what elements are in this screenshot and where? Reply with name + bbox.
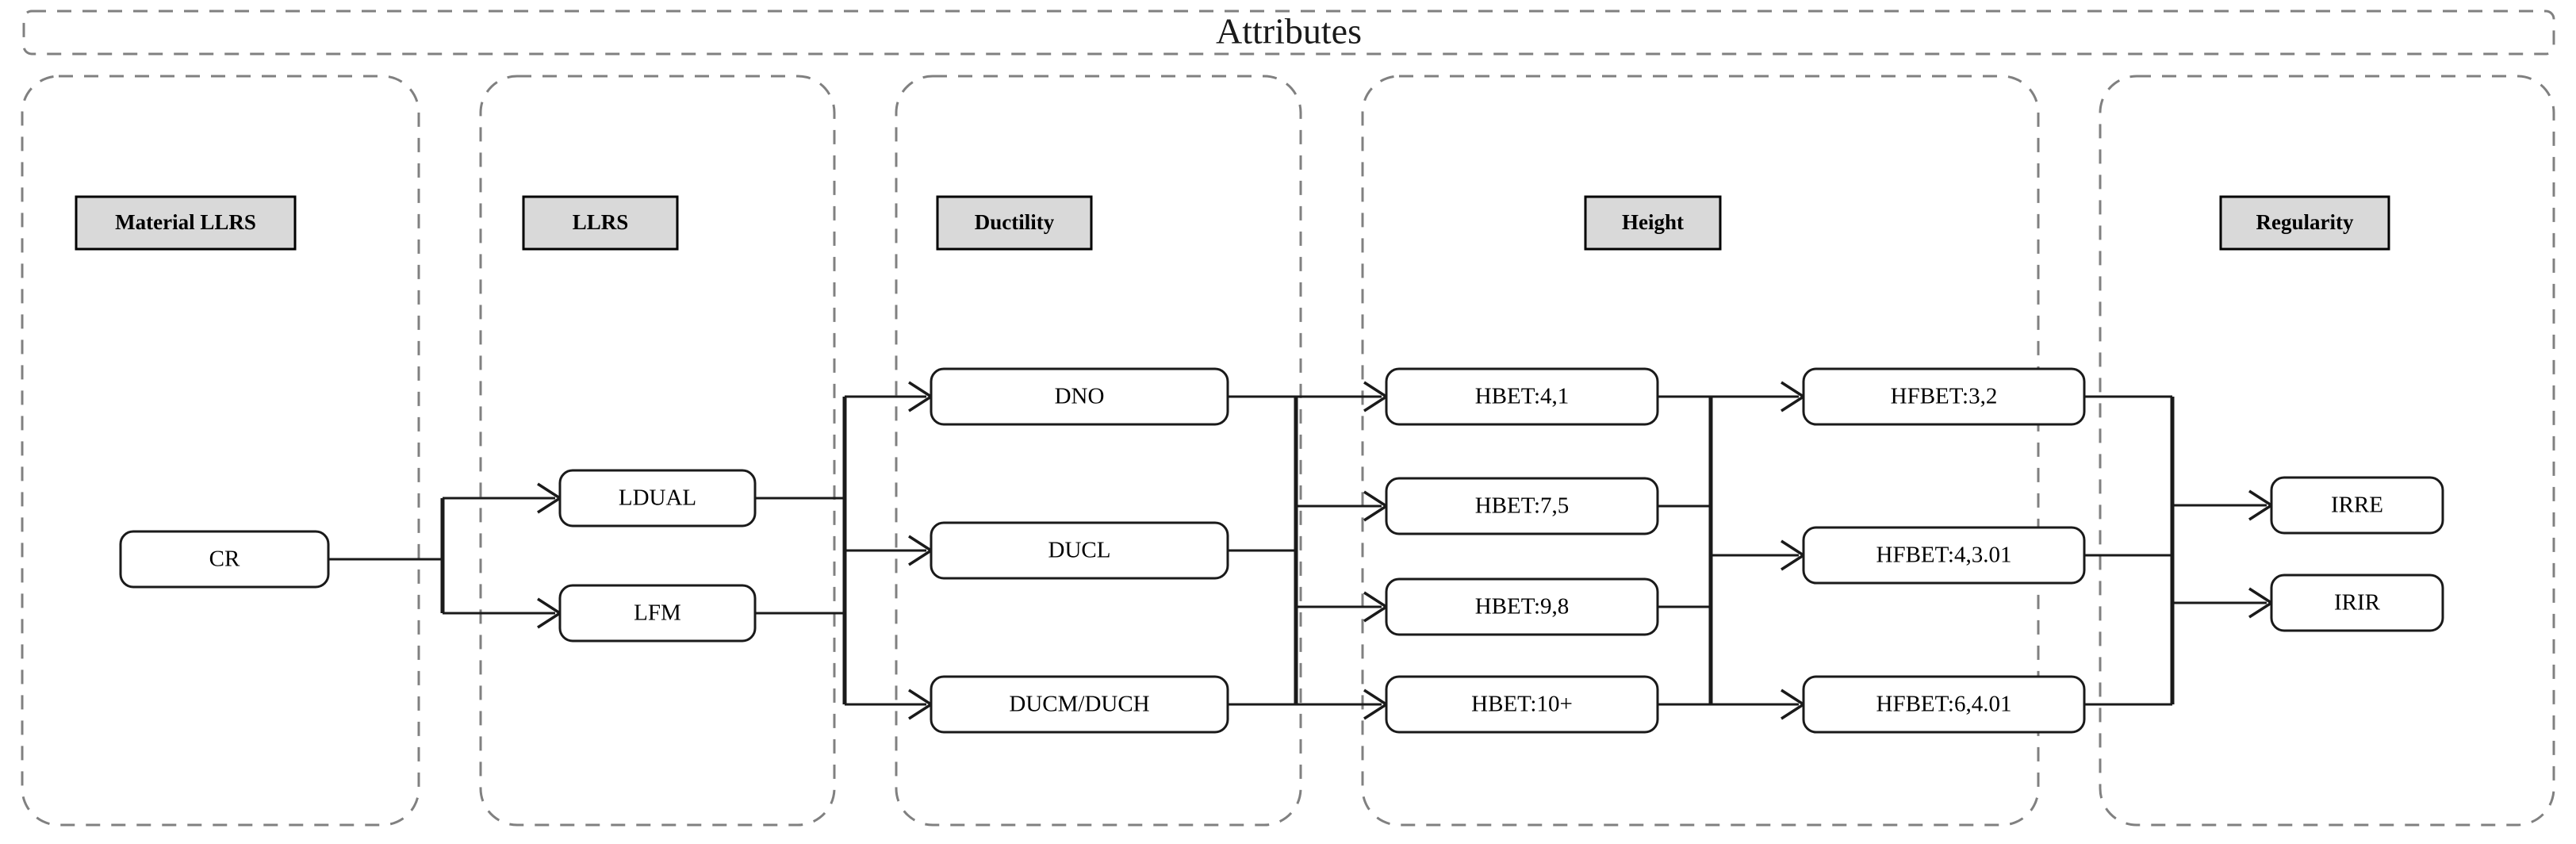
node-hbet75[interactable]: HBET:7,5	[1385, 477, 1659, 535]
node-hfbet6401[interactable]: HFBET:6,4.01	[1802, 675, 2086, 734]
node-label: HBET:10+	[1471, 692, 1573, 717]
node-box[interactable]	[930, 521, 1229, 580]
node-box[interactable]	[2270, 574, 2444, 632]
node-box[interactable]	[1385, 577, 1659, 636]
node-label: DUCL	[1048, 538, 1111, 563]
column-header-material-llrs: Material LLRS	[75, 195, 297, 251]
node-box[interactable]	[1385, 675, 1659, 734]
node-hbet10p[interactable]: HBET:10+	[1385, 675, 1659, 734]
node-box[interactable]	[1385, 477, 1659, 535]
node-irir[interactable]: IRIR	[2270, 574, 2444, 632]
column-header-label: Ductility	[975, 210, 1055, 234]
node-ducl[interactable]: DUCL	[930, 521, 1229, 580]
node-dno[interactable]: DNO	[930, 367, 1229, 426]
node-label: HBET:9,8	[1475, 594, 1570, 620]
node-label: DNO	[1055, 384, 1105, 409]
node-label: HFBET:4,3.01	[1876, 543, 2012, 568]
column-header-box	[2219, 195, 2390, 251]
title-banner-outline	[22, 10, 2555, 56]
node-hbet41[interactable]: HBET:4,1	[1385, 367, 1659, 426]
node-hbet98[interactable]: HBET:9,8	[1385, 577, 1659, 636]
column-header-label: Height	[1622, 210, 1684, 234]
node-label: HFBET:6,4.01	[1876, 692, 2012, 717]
column-header-llrs: LLRS	[522, 195, 679, 251]
node-box[interactable]	[1385, 367, 1659, 426]
column-header-label: LLRS	[573, 210, 629, 234]
node-label: CR	[209, 547, 240, 572]
column-header-box	[75, 195, 297, 251]
node-hfbet4301[interactable]: HFBET:4,3.01	[1802, 526, 2086, 585]
group-height	[1361, 75, 2040, 827]
node-label: IRIR	[2334, 590, 2381, 616]
title-banner: Attributes	[22, 10, 2555, 56]
column-header-height: Height	[1584, 195, 1722, 251]
group-regularity	[2099, 75, 2555, 827]
node-label: LFM	[634, 600, 681, 626]
column-header-box	[522, 195, 679, 251]
edge-layer	[328, 381, 2275, 720]
group-llrs-box	[479, 75, 836, 827]
column-header-label: Regularity	[2256, 210, 2354, 234]
node-label: DUCM/DUCH	[1009, 692, 1149, 717]
node-label: HBET:7,5	[1475, 493, 1570, 519]
node-box[interactable]	[930, 367, 1229, 426]
node-label: IRRE	[2331, 493, 2383, 518]
node-box[interactable]	[558, 584, 757, 643]
group-containers	[21, 75, 2555, 827]
node-irre[interactable]: IRRE	[2270, 476, 2444, 535]
column-header-box	[1584, 195, 1722, 251]
node-box[interactable]	[1802, 526, 2086, 585]
column-header-regularity: Regularity	[2219, 195, 2390, 251]
node-lfm[interactable]: LFM	[558, 584, 757, 643]
node-label: HFBET:3,2	[1891, 384, 1998, 409]
group-ductility	[895, 75, 1302, 827]
column-header-ductility: Ductility	[936, 195, 1093, 251]
node-label: HBET:4,1	[1475, 384, 1570, 409]
node-box[interactable]	[1802, 675, 2086, 734]
node-box[interactable]	[930, 675, 1229, 734]
node-box[interactable]	[2270, 476, 2444, 535]
node-box[interactable]	[119, 530, 330, 589]
node-cr[interactable]: CR	[119, 530, 330, 589]
column-header-label: Material LLRS	[115, 210, 256, 234]
node-ducmduch[interactable]: DUCM/DUCH	[930, 675, 1229, 734]
node-label: LDUAL	[619, 485, 696, 511]
node-box[interactable]	[558, 469, 757, 528]
node-hfbet32[interactable]: HFBET:3,2	[1802, 367, 2086, 426]
node-ldual[interactable]: LDUAL	[558, 469, 757, 528]
group-material-llrs	[21, 75, 420, 827]
column-header-box	[936, 195, 1093, 251]
page-title: Attributes	[1216, 11, 1362, 52]
node-box[interactable]	[1802, 367, 2086, 426]
